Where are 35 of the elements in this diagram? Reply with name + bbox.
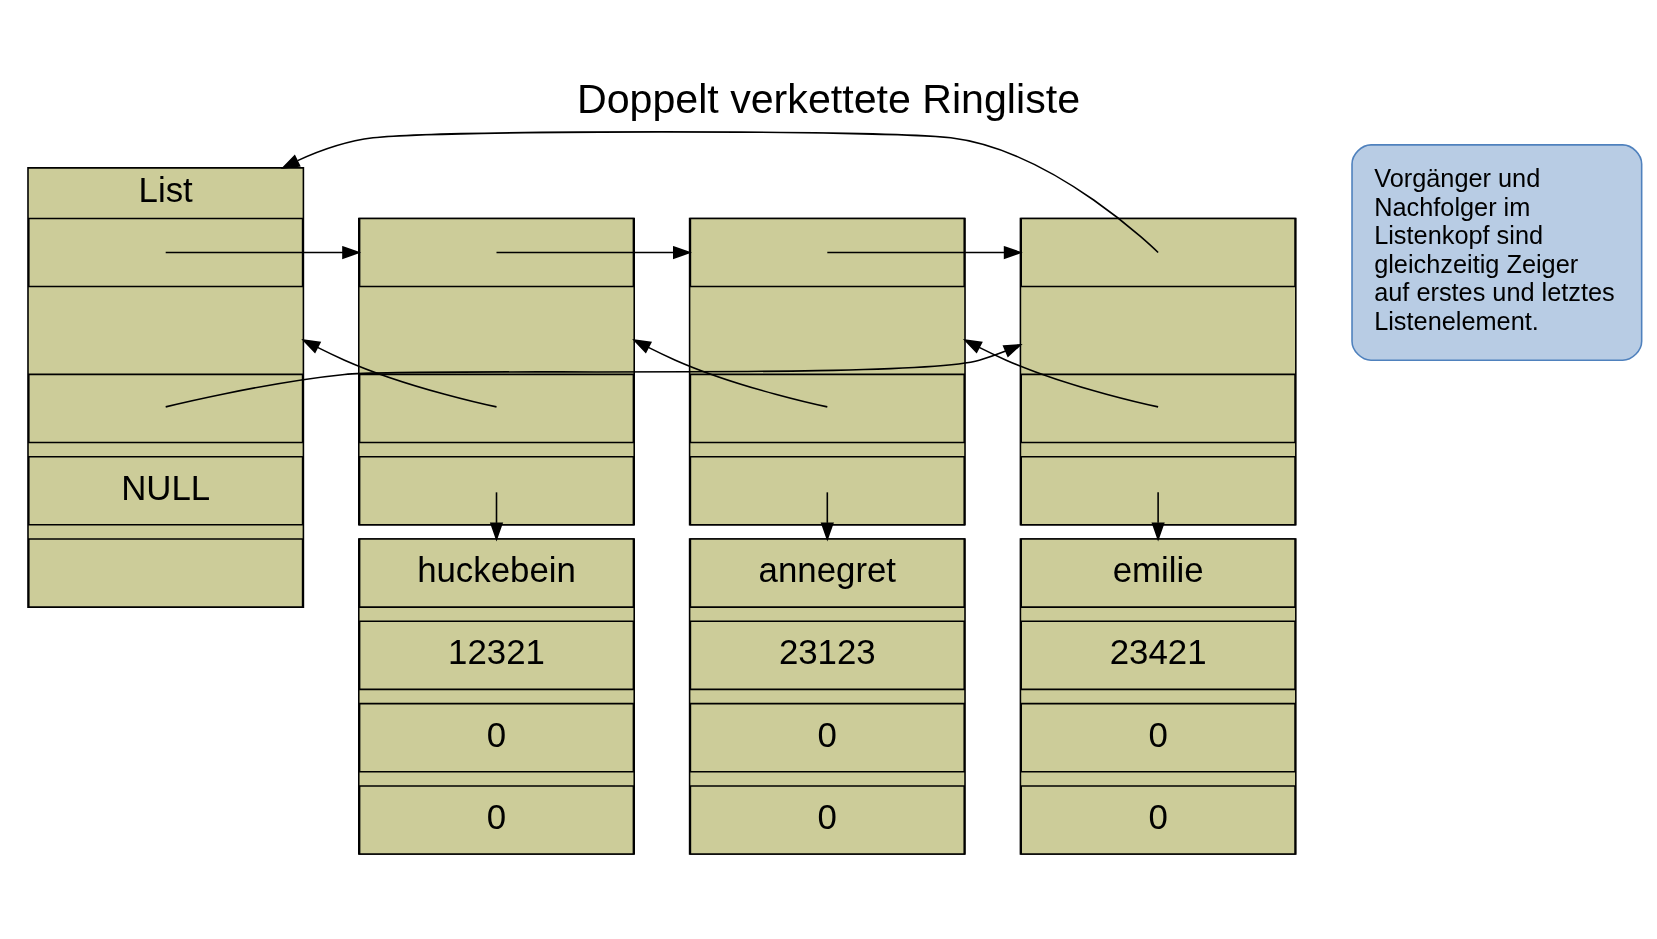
node-box: Vorgänger und Nachfolger im Listenkopf sind gleichzeitig Zeiger auf erstes und letztes Listenelement. xyxy=(1351,143,1643,361)
node-box: 23123 xyxy=(689,620,965,690)
arrow xyxy=(820,491,834,541)
node-box: 23421 xyxy=(1020,620,1296,690)
node-box xyxy=(358,217,635,287)
node-box: emilie xyxy=(1020,537,1296,608)
node-box: annegret xyxy=(689,537,965,608)
node-box: 12321 xyxy=(358,620,635,690)
node-box xyxy=(1020,217,1296,287)
node-box xyxy=(358,373,635,443)
node-box: 0 xyxy=(358,702,635,772)
node-box: huckebein xyxy=(358,537,635,608)
node-box: NULL xyxy=(28,455,304,526)
arrow xyxy=(164,245,362,259)
node-box xyxy=(689,373,965,443)
node-box xyxy=(28,373,304,443)
node-box: 0 xyxy=(1020,702,1296,772)
node-box: 0 xyxy=(1020,784,1296,855)
arrow xyxy=(632,338,829,408)
node-box xyxy=(28,217,304,287)
node-box: 0 xyxy=(358,784,635,855)
node-box xyxy=(28,537,304,608)
arrow xyxy=(826,245,1023,259)
arrow xyxy=(164,343,1023,408)
arrow xyxy=(280,130,1159,253)
arrow xyxy=(962,338,1159,408)
node-box xyxy=(689,217,965,287)
arrow xyxy=(489,491,504,541)
arrow xyxy=(495,245,692,259)
diagram-title: Doppelt verkettete Ringliste xyxy=(576,75,1081,122)
node-box: 0 xyxy=(689,784,965,855)
arrow xyxy=(301,338,498,408)
node-box: 0 xyxy=(689,702,965,772)
arrow xyxy=(1151,491,1165,541)
node-box xyxy=(1020,373,1296,443)
